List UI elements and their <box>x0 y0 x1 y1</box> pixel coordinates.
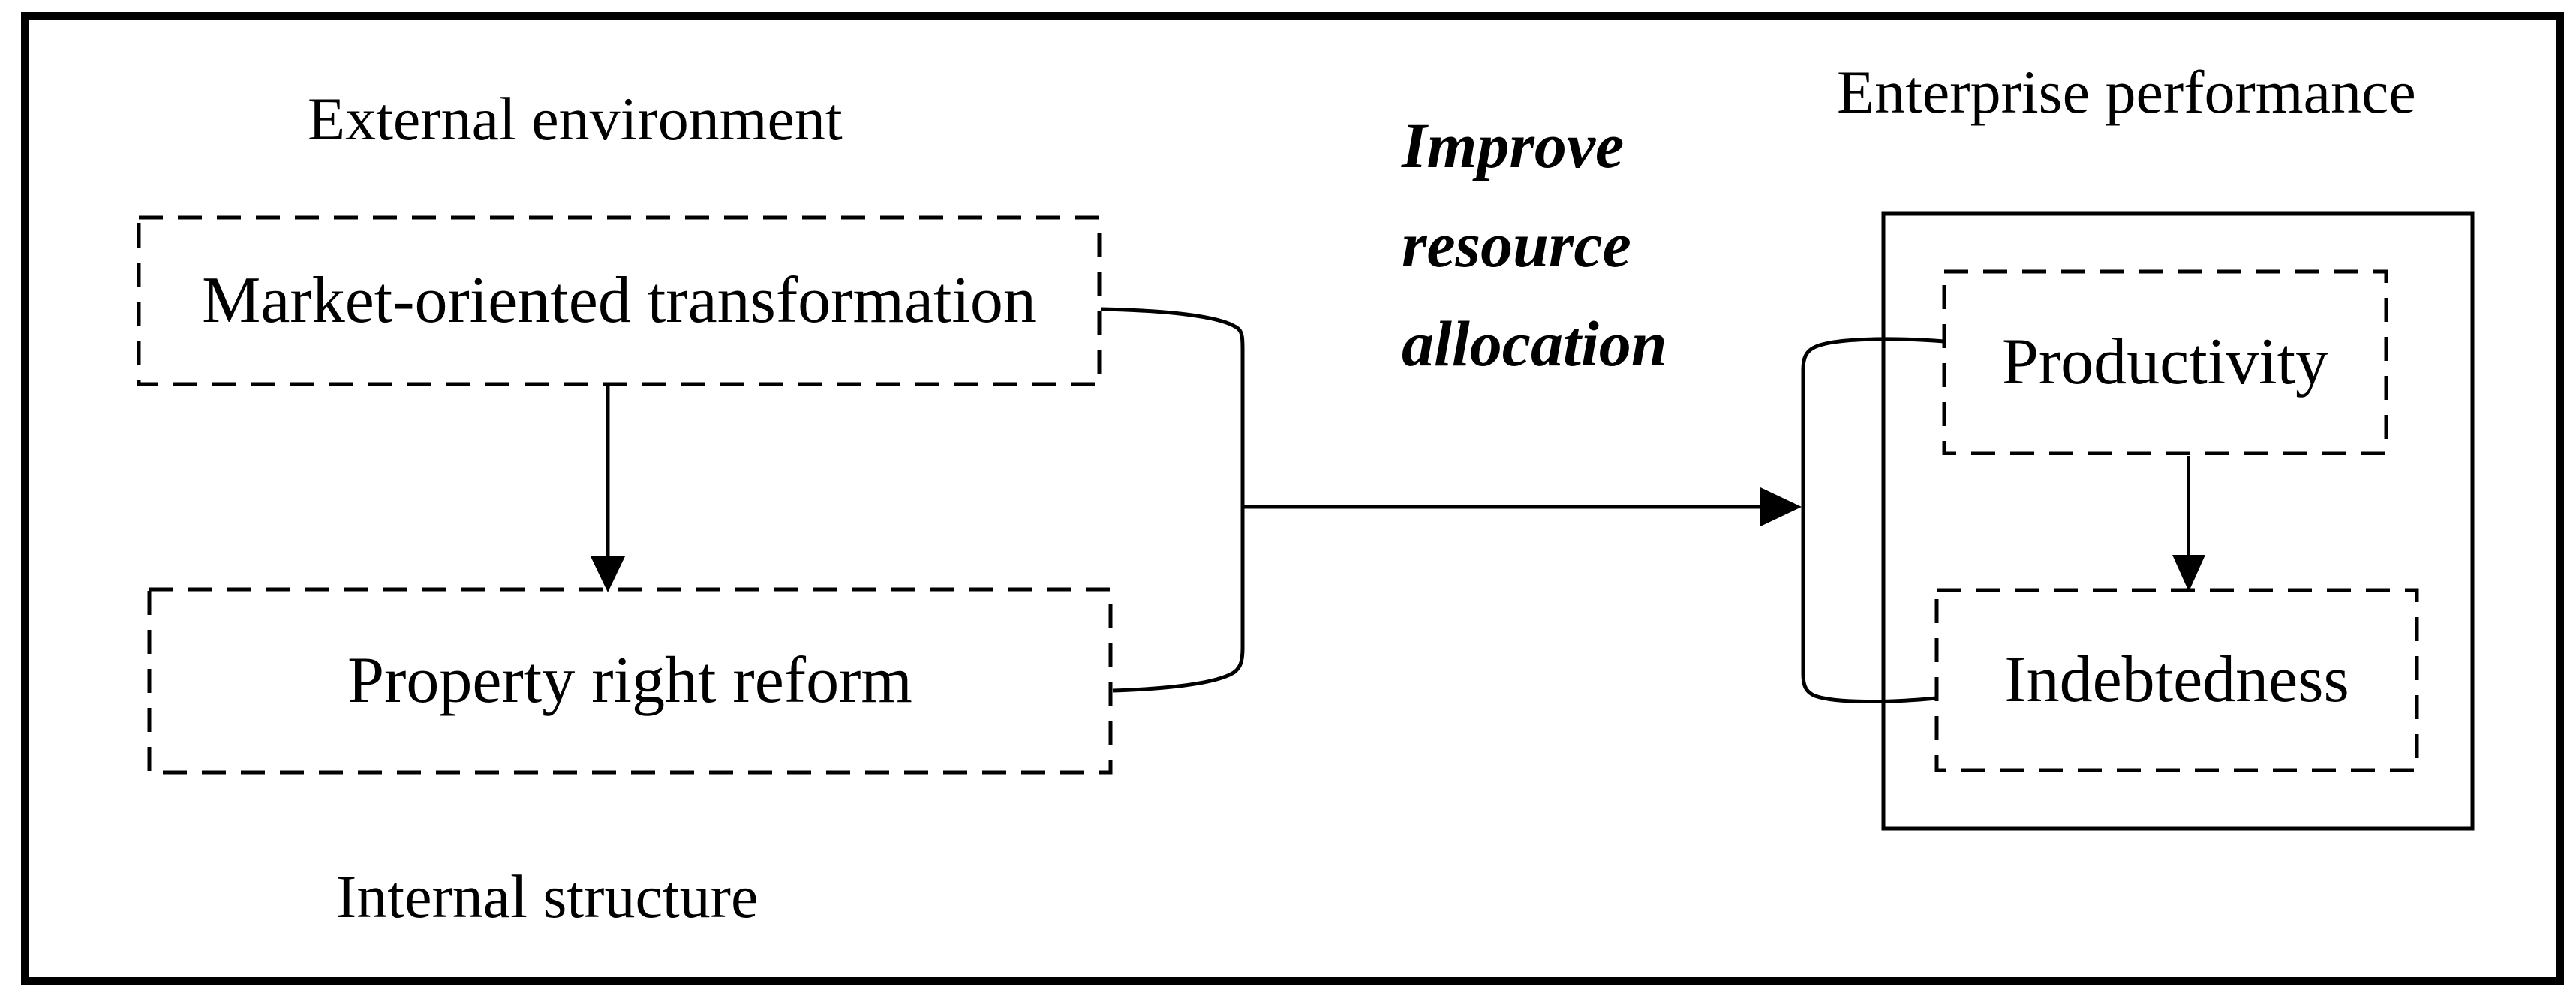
external-environment-label: External environment <box>308 85 843 153</box>
market-oriented-transformation-box-outline <box>137 215 1102 386</box>
indebtedness-box-label: Indebtedness <box>2004 644 2349 716</box>
property-right-reform-box-label: Property right reform <box>347 644 912 717</box>
left-bracket-connector <box>1100 307 1245 693</box>
market-oriented-transformation-box-label: Market-oriented transformation <box>202 264 1036 337</box>
arrow-main-head-icon <box>1760 488 1802 526</box>
productivity-box-label: Productivity <box>2001 326 2329 398</box>
enterprise-performance-group-box-outline <box>1881 212 2475 831</box>
internal-structure-label: Internal structure <box>336 862 759 931</box>
improve-resource-allocation-label: Improve resource allocation <box>1402 110 1667 380</box>
arrow-market-to-property-head-icon <box>591 556 625 592</box>
indebtedness-box-outline <box>1934 588 2419 772</box>
figure-outer-border <box>21 12 2564 985</box>
arrow-productivity-to-indebtedness-head-icon <box>2172 555 2205 592</box>
right-bracket-connector <box>1801 337 1945 704</box>
property-right-reform-box-outline <box>147 587 1113 775</box>
enterprise-performance-label: Enterprise performance <box>1837 58 2416 126</box>
